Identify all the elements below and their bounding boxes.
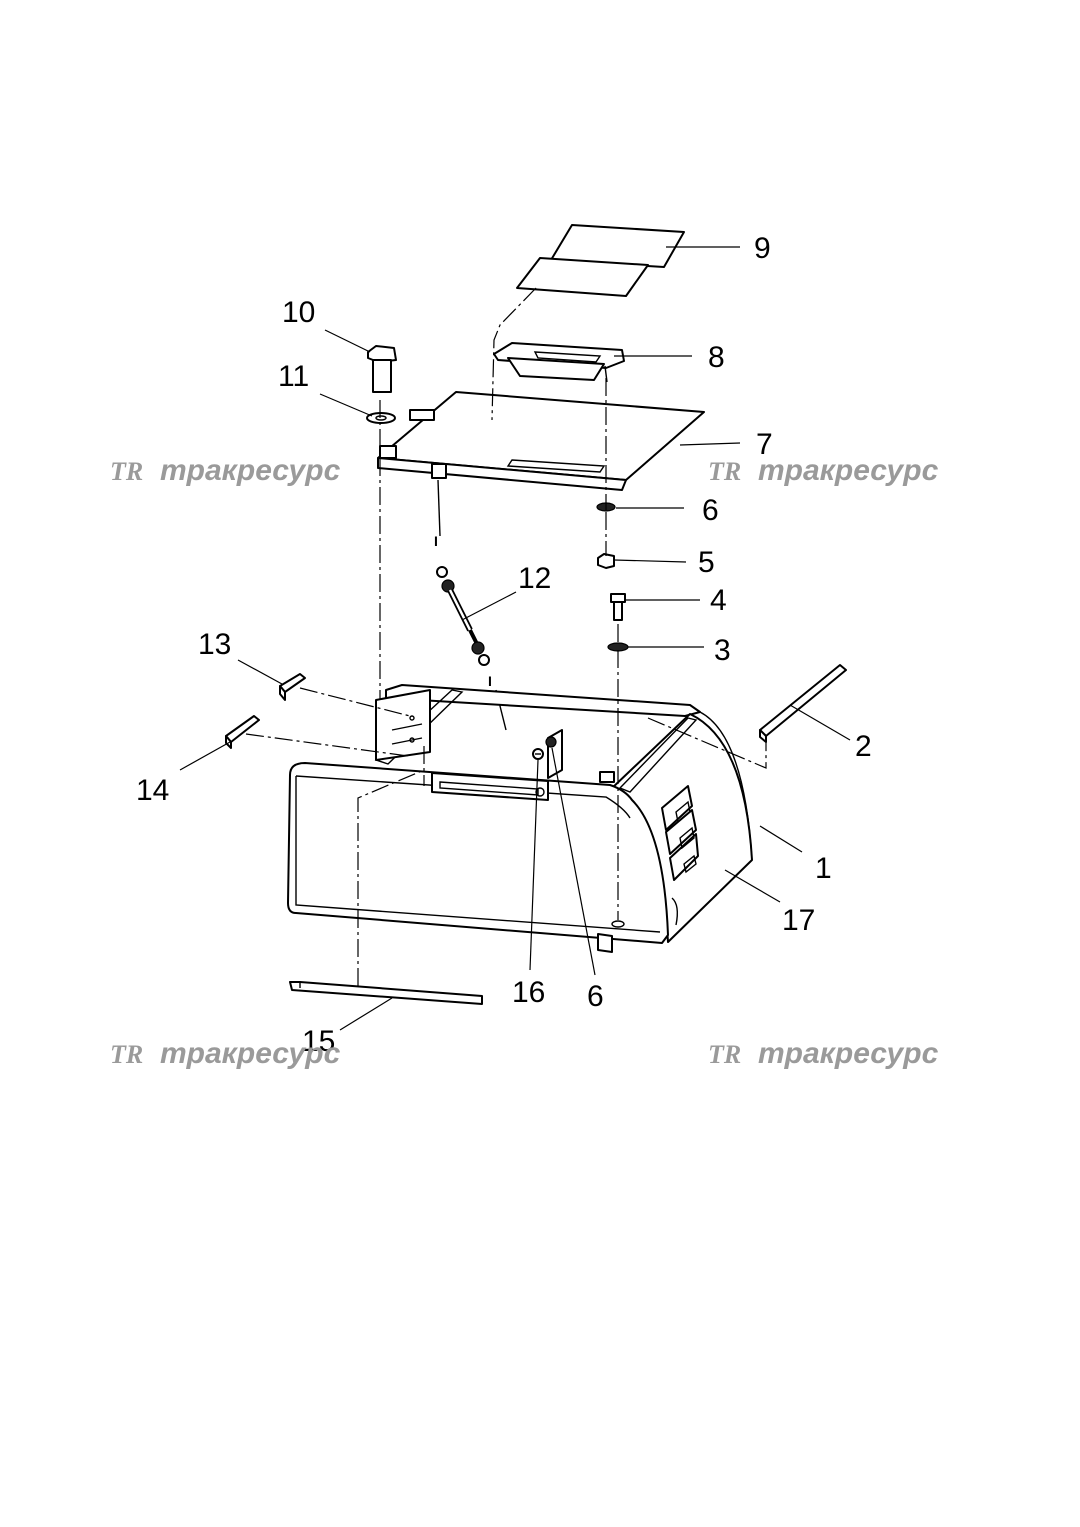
part-12-strut: I I [434, 479, 507, 731]
label-6b: 6 [587, 980, 604, 1013]
watermark-bottom-left: TR тракресурс [110, 1037, 341, 1070]
part-17-vent-louvers [661, 785, 699, 926]
part-9-gasket-sheets [516, 224, 685, 297]
label-14: 14 [136, 774, 169, 807]
label-11: 11 [278, 360, 309, 393]
part-4-bolt [610, 593, 626, 621]
label-8: 8 [708, 341, 725, 374]
part-3-washer [607, 642, 629, 652]
watermark-text: тракресурс [758, 454, 939, 487]
svg-text:I: I [434, 533, 438, 549]
part-6-washer-bottom [545, 736, 557, 748]
part-8-handle [493, 342, 625, 383]
label-9: 9 [754, 232, 771, 265]
callout-labels: 9 10 8 11 7 6 5 12 4 13 3 2 14 1 17 16 6… [136, 232, 872, 1058]
label-17: 17 [782, 904, 815, 937]
watermark-text: тракресурс [160, 454, 341, 487]
watermark-top-left: TR тракресурс [110, 454, 341, 487]
part-13-bar [279, 673, 306, 701]
label-4: 4 [710, 584, 727, 617]
label-15: 15 [302, 1025, 335, 1058]
label-13: 13 [198, 628, 231, 661]
watermark-logo: TR [708, 457, 741, 486]
assembly-center-lines [245, 287, 767, 986]
part-5-nut [597, 553, 615, 569]
part-14-bar [225, 715, 260, 749]
label-6a: 6 [702, 494, 719, 527]
label-10: 10 [282, 296, 315, 329]
label-3: 3 [714, 634, 731, 667]
part-7-lid [377, 391, 705, 491]
svg-text:I: I [488, 673, 492, 689]
label-1: 1 [815, 852, 832, 885]
watermark-logo: TR [708, 1040, 741, 1069]
part-15-bar [289, 981, 483, 1005]
part-16-screw [532, 748, 544, 760]
watermark-logo: TR [110, 1040, 143, 1069]
label-16: 16 [512, 976, 545, 1009]
watermark-text: тракресурс [758, 1037, 939, 1070]
watermark-logo: TR [110, 457, 143, 486]
label-7: 7 [756, 428, 773, 461]
part-11-washer [366, 412, 396, 424]
watermark-text: тракресурс [160, 1037, 341, 1070]
watermark-top-right: TR тракресурс [708, 454, 939, 487]
label-12: 12 [518, 562, 551, 595]
label-2: 2 [855, 730, 872, 763]
watermark-bottom-right: TR тракресурс [708, 1037, 939, 1070]
part-2-bar [759, 664, 847, 743]
leader-lines [179, 246, 851, 1031]
part-10-bolt [367, 345, 397, 393]
label-5: 5 [698, 546, 715, 579]
